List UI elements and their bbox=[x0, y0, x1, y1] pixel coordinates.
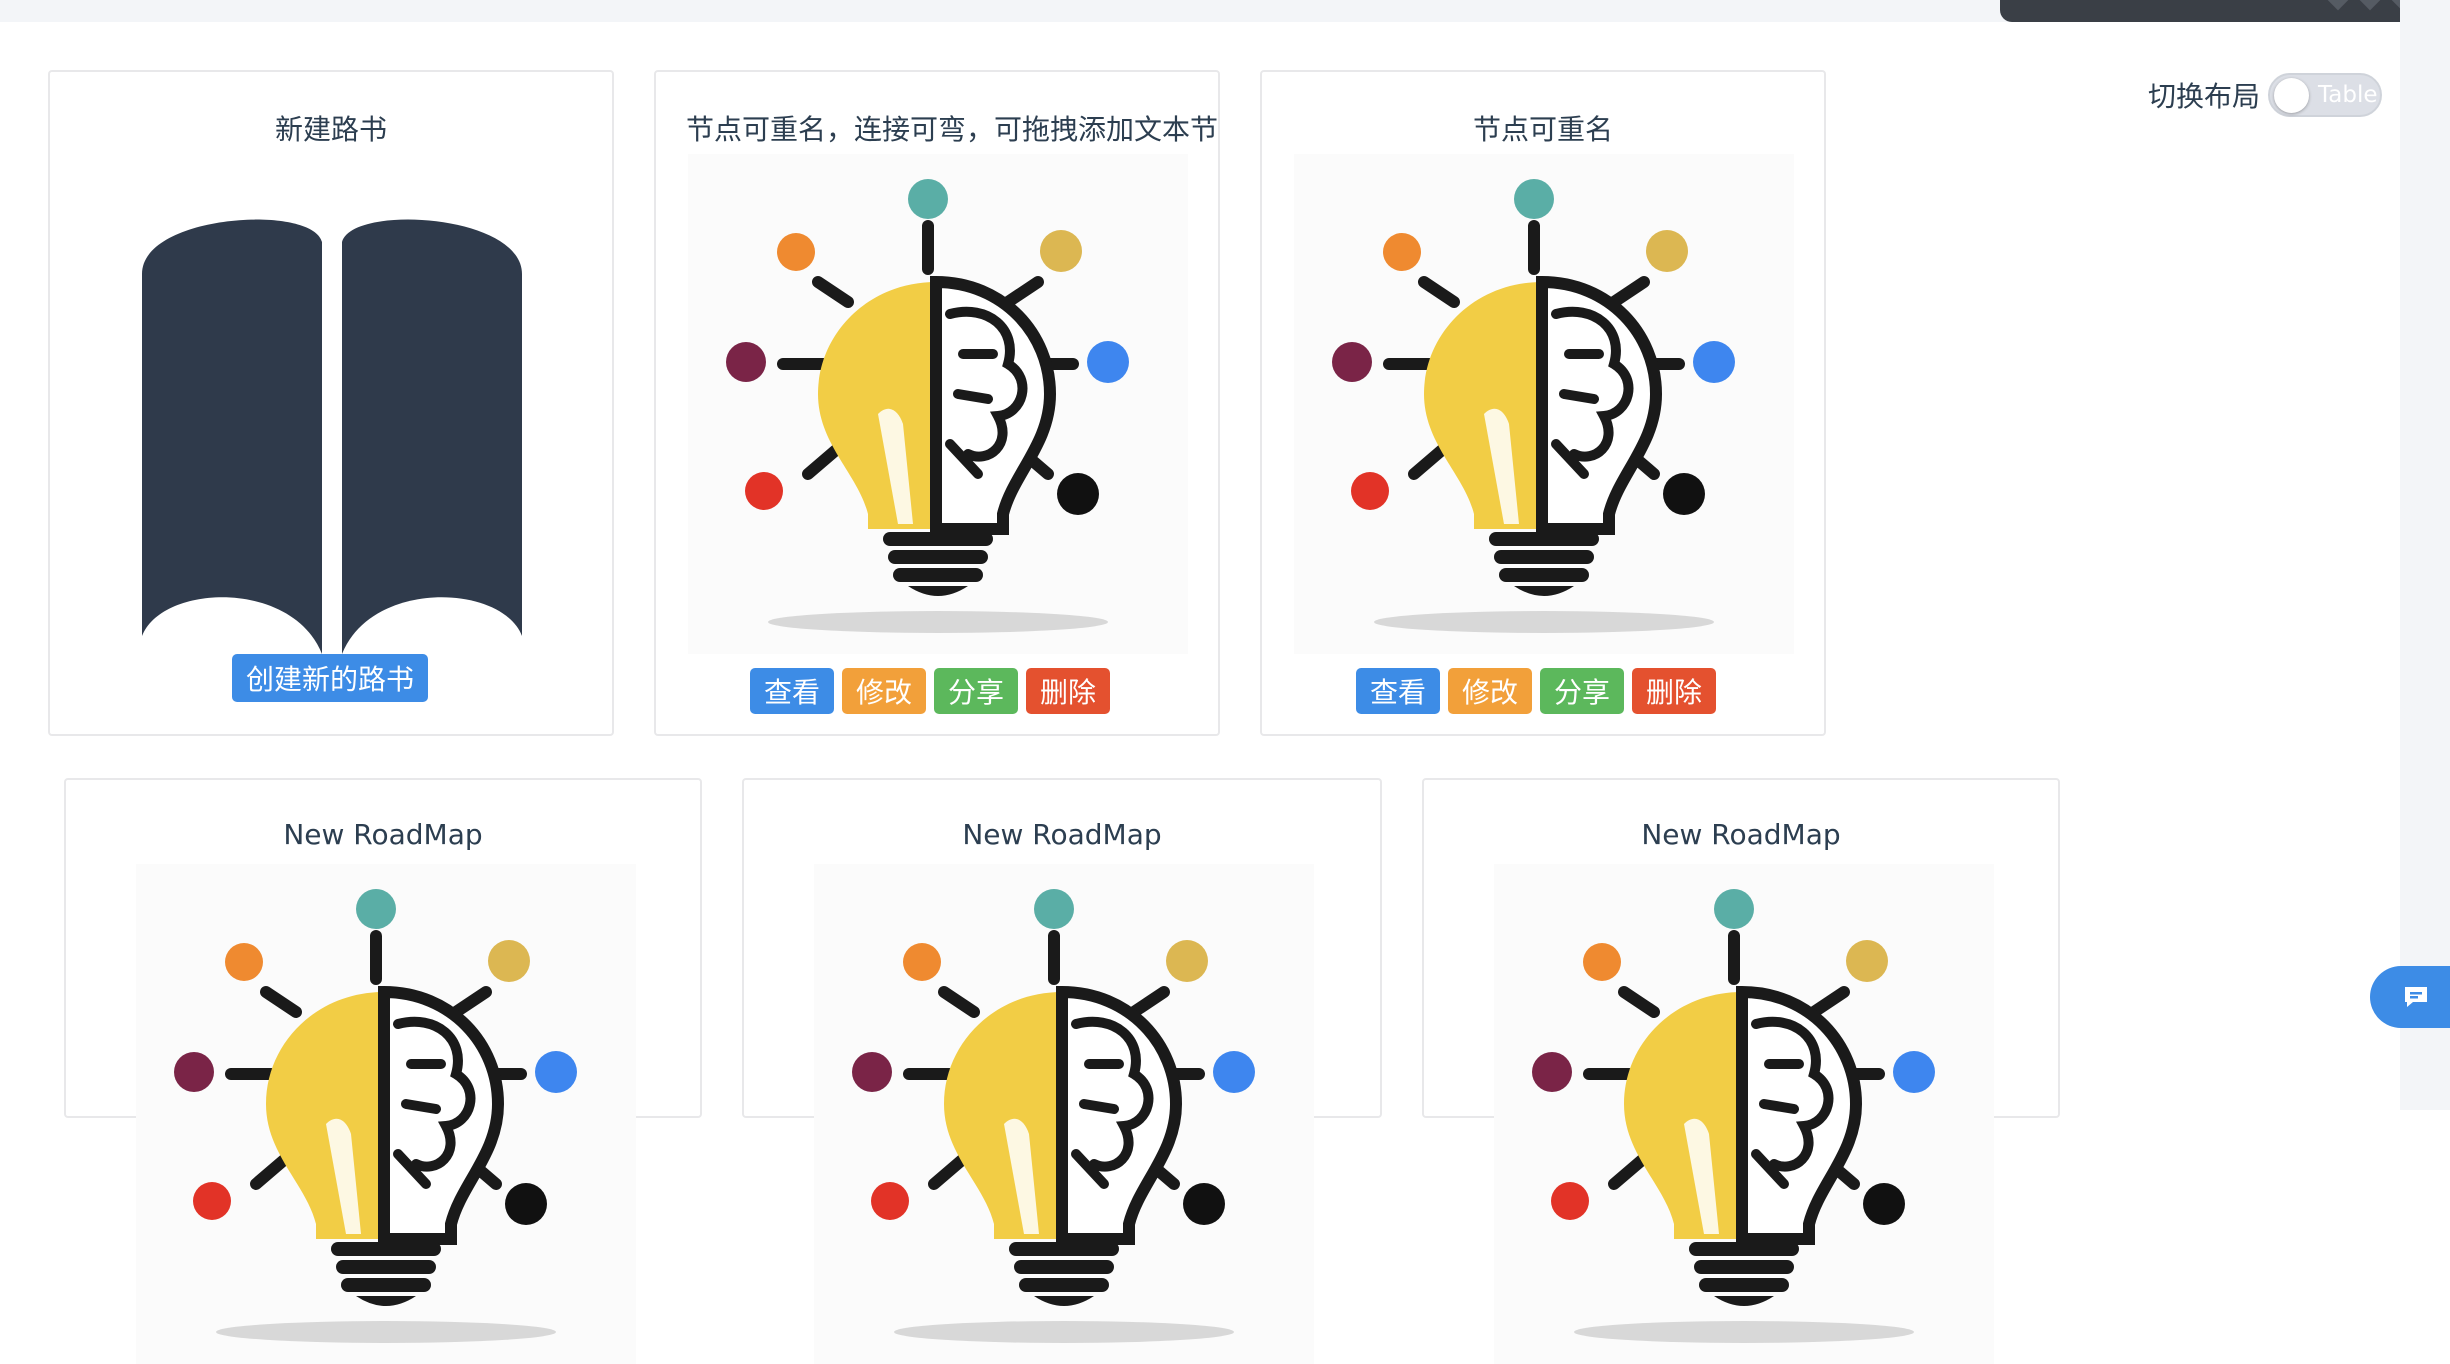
lightbulb-brain-icon bbox=[688, 154, 1188, 654]
top-bar bbox=[0, 0, 2400, 22]
roadmap-card[interactable]: 节点可重名 查看 修改 分享 删除 bbox=[1260, 70, 1826, 736]
roadmap-card[interactable]: 节点可重名，连接可弯，可拖拽添加文本节点 查看 修改 分享 删除 bbox=[654, 70, 1220, 736]
edit-button[interactable]: 修改 bbox=[1448, 668, 1533, 714]
card-title: New RoadMap bbox=[283, 818, 483, 851]
delete-button[interactable]: 删除 bbox=[1026, 668, 1111, 714]
decoration-diamond-icon bbox=[2326, 0, 2350, 11]
lightbulb-brain-icon bbox=[136, 864, 636, 1364]
view-button[interactable]: 查看 bbox=[750, 668, 835, 714]
lightbulb-brain-icon bbox=[814, 864, 1314, 1364]
create-roadmap-button[interactable]: 创建新的路书 bbox=[232, 654, 429, 702]
right-scroll-strip bbox=[2400, 0, 2450, 1110]
lightbulb-brain-icon bbox=[1294, 154, 1794, 654]
layout-switch[interactable]: Table bbox=[2268, 73, 2383, 117]
open-book-icon bbox=[142, 219, 522, 664]
share-button[interactable]: 分享 bbox=[1540, 668, 1625, 714]
card-title: New RoadMap bbox=[962, 818, 1162, 851]
view-button[interactable]: 查看 bbox=[1356, 668, 1441, 714]
switch-knob bbox=[2274, 78, 2310, 113]
chat-icon bbox=[2405, 987, 2427, 1007]
layout-toggle: 切换布局 Table bbox=[2148, 70, 2383, 120]
card-title: 新建路书 bbox=[274, 113, 387, 146]
layout-toggle-label: 切换布局 bbox=[2148, 80, 2261, 113]
share-button[interactable]: 分享 bbox=[934, 668, 1019, 714]
edit-button[interactable]: 修改 bbox=[842, 668, 927, 714]
card-title: New RoadMap bbox=[1641, 818, 1841, 851]
new-roadmap-card: 新建路书 创建新的路书 bbox=[48, 70, 614, 736]
card-title: 节点可重名，连接可弯，可拖拽添加文本节点 bbox=[686, 113, 1218, 146]
roadmap-card[interactable]: New RoadMap bbox=[1422, 778, 2060, 1118]
delete-button[interactable]: 删除 bbox=[1632, 668, 1717, 714]
switch-state-text: Table bbox=[2318, 82, 2378, 108]
card-title: 节点可重名 bbox=[1472, 113, 1613, 146]
decoration-diamond-icon bbox=[2358, 0, 2382, 11]
top-right-panel bbox=[2000, 0, 2450, 22]
lightbulb-brain-icon bbox=[1494, 864, 1994, 1364]
chat-button[interactable] bbox=[2370, 966, 2450, 1028]
roadmap-card[interactable]: New RoadMap bbox=[742, 778, 1382, 1118]
roadmap-card[interactable]: New RoadMap bbox=[64, 778, 702, 1118]
